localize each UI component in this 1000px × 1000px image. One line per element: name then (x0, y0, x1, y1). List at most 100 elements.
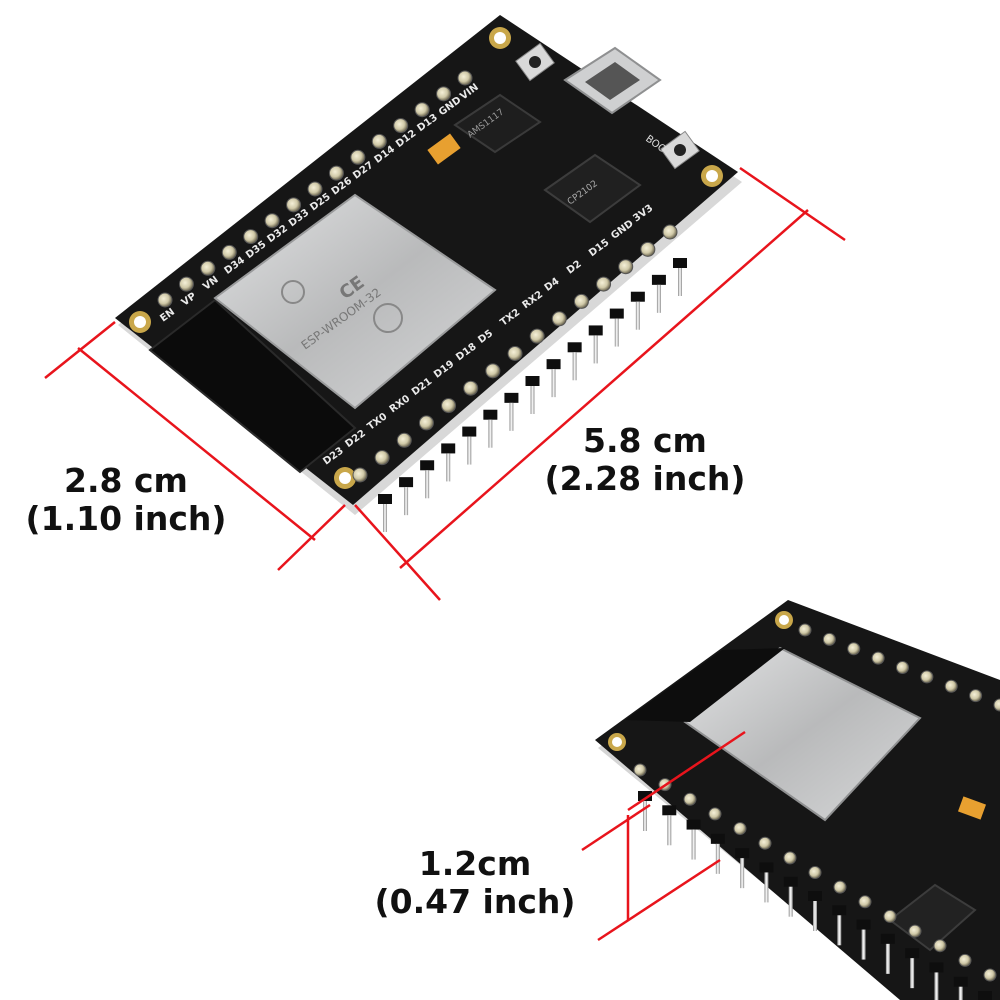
main-bottom-pad (551, 311, 567, 327)
voltage-regulator (453, 93, 542, 154)
wifi-logo (281, 280, 305, 304)
main-bottom-pad (573, 293, 589, 309)
main-header-pin (467, 436, 472, 465)
main-top-pad (393, 118, 409, 134)
main-header-base (546, 359, 561, 370)
micro-usb-opening (585, 62, 640, 100)
side-bottom-pad (758, 836, 772, 850)
side-board-header-pins (638, 791, 992, 1000)
main-board-header-pins (378, 258, 687, 532)
main-top-pad (200, 260, 216, 276)
main-header-pin (446, 453, 451, 482)
side-header-base (759, 862, 774, 873)
main-top-pad (371, 133, 387, 149)
side-header-base (662, 805, 677, 816)
main-header-base (651, 274, 666, 285)
side-header-pin (910, 958, 915, 989)
side-header-base (953, 976, 968, 987)
main-bottom-pad (507, 346, 523, 361)
side-top-pad (920, 670, 934, 684)
side-header-pin (813, 901, 817, 931)
height-ext-line-2 (597, 858, 721, 942)
main-header-pin (635, 301, 640, 330)
main-header-pin (404, 487, 409, 516)
main-header-base (525, 376, 540, 386)
height-ext-line-1 (581, 803, 651, 852)
side-header-pin (764, 872, 769, 903)
side-header-pin (885, 943, 890, 974)
side-header-base (735, 848, 750, 859)
main-bottom-pad (485, 363, 501, 379)
height-metric: 1.2cm (418, 844, 532, 883)
main-bottom-pad (640, 241, 656, 257)
width-dim-line (77, 347, 316, 541)
height-dimension-label: 1.2cm (0.47 inch) (370, 845, 580, 921)
main-header-base (420, 460, 435, 471)
main-header-pin (425, 470, 430, 499)
side-bottom-pad (783, 851, 797, 865)
main-bottom-pad (352, 467, 368, 483)
side-header-pin (837, 915, 842, 946)
length-metric: 5.8 cm (583, 421, 707, 460)
side-mount-hole-top-inner (779, 615, 789, 625)
main-top-pad (243, 229, 259, 245)
side-board (595, 600, 1000, 1000)
main-header-base (588, 325, 603, 336)
main-header-pin (383, 504, 387, 532)
main-header-pin (656, 284, 661, 313)
main-header-base (483, 409, 498, 420)
side-bottom-pad (733, 822, 747, 836)
height-imperial: (0.47 inch) (374, 882, 576, 921)
main-header-pin (572, 352, 577, 381)
width-metric: 2.8 cm (64, 461, 188, 500)
side-bottom-pad (983, 968, 997, 982)
main-header-base (378, 494, 392, 504)
main-top-pad (436, 86, 452, 102)
main-bottom-pad (662, 224, 678, 240)
main-top-pad (328, 165, 344, 181)
main-header-pin (509, 402, 514, 431)
side-header-base (808, 891, 822, 901)
side-header-pin (861, 929, 866, 960)
side-header-base (710, 833, 725, 844)
main-header-pin (488, 419, 493, 448)
side-header-base (978, 991, 992, 1000)
length-imperial: (2.28 inch) (544, 459, 746, 498)
length-ext-line-2 (354, 504, 441, 601)
side-header-base (832, 905, 847, 916)
side-header-pin (715, 843, 720, 874)
side-header-base (686, 819, 701, 830)
main-header-base (462, 426, 477, 437)
main-header-pin (614, 318, 619, 347)
side-top-pad (822, 632, 836, 646)
side-bottom-pad (633, 763, 647, 777)
width-dimension-label: 2.8 cm (1.10 inch) (15, 462, 237, 538)
main-bottom-pad (596, 276, 612, 292)
side-bottom-pad (958, 953, 972, 967)
side-bottom-pad (833, 880, 847, 894)
main-top-pad (457, 70, 473, 86)
main-top-pad (414, 102, 430, 118)
mount-hole-left-inner (134, 316, 146, 328)
side-top-pad (969, 689, 983, 703)
side-header-pin (934, 972, 939, 1000)
side-bottom-pad (858, 895, 872, 909)
side-header-pin (958, 986, 963, 1000)
tantalum-capacitor (427, 133, 461, 165)
mount-hole-bottom-inner (339, 472, 351, 484)
main-top-pad (157, 292, 173, 308)
mount-hole-right-inner (706, 170, 718, 182)
mount-hole-top-inner (494, 32, 506, 44)
side-mount-hole-left-inner (612, 737, 622, 747)
main-header-base (630, 291, 645, 302)
main-board: ESP-WROOM-32 CE AMS1117 CP2102 BOOT ENVP… (115, 15, 742, 532)
side-header-pin (740, 858, 745, 889)
boot-button-cap (674, 144, 686, 156)
main-top-pad (221, 244, 237, 260)
height-leader-line (627, 730, 746, 812)
side-top-pad (871, 651, 885, 665)
main-bottom-pad (618, 259, 634, 275)
length-dimension-label: 5.8 cm (2.28 inch) (540, 422, 750, 498)
main-bottom-pad (396, 432, 412, 448)
